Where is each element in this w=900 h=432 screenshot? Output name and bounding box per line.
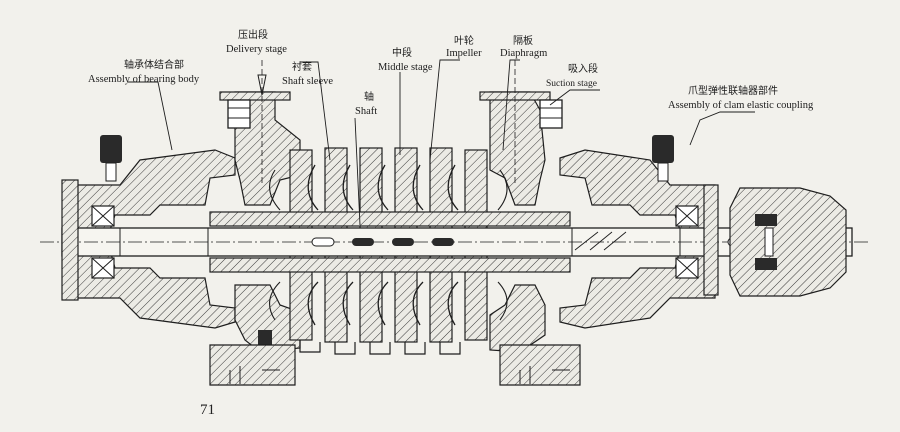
label-impeller-zh: 叶轮 <box>454 34 474 47</box>
label-diaphragm-zh: 隔板 <box>513 34 533 47</box>
impellers <box>269 164 508 326</box>
label-delivery-zh: 压出段 <box>238 28 268 41</box>
label-sleeve-zh: 衬套 <box>292 60 312 73</box>
label-coupling-en: Assembly of clam elastic coupling <box>668 100 814 111</box>
label-shaft-zh: 轴 <box>364 90 374 103</box>
label-suction-en: Suction stage <box>546 79 597 89</box>
bearings <box>91 205 699 279</box>
label-coupling-zh: 爪型弹性联轴器部件 <box>688 84 778 97</box>
label-middle-zh: 中段 <box>392 46 412 59</box>
clam-elastic-coupling <box>729 187 847 297</box>
label-impeller-en: Impeller <box>446 48 482 59</box>
shaft <box>40 227 870 257</box>
oil-cups <box>100 99 674 356</box>
shaft-sleeve <box>209 211 571 273</box>
callout-labels: 压出段 Delivery stage 衬套 Shaft sleeve 中段 Mi… <box>88 28 814 418</box>
label-suction-zh: 吸入段 <box>568 62 598 75</box>
label-bearing-zh: 轴承体结合部 <box>124 58 184 71</box>
leader-lines <box>128 59 755 226</box>
label-shaft-en: Shaft <box>355 106 377 117</box>
support-feet <box>209 344 581 386</box>
label-sleeve-en: Shaft sleeve <box>282 76 333 87</box>
label-diaphragm-en: Diaphragm <box>500 48 547 59</box>
label-middle-en: Middle stage <box>378 62 433 73</box>
label-bearing-en: Assembly of bearing body <box>88 74 200 85</box>
nozzle-flanges <box>219 60 551 185</box>
page-number: 71 <box>200 402 215 418</box>
end-caps <box>61 179 719 301</box>
label-delivery-en: Delivery stage <box>226 44 287 55</box>
